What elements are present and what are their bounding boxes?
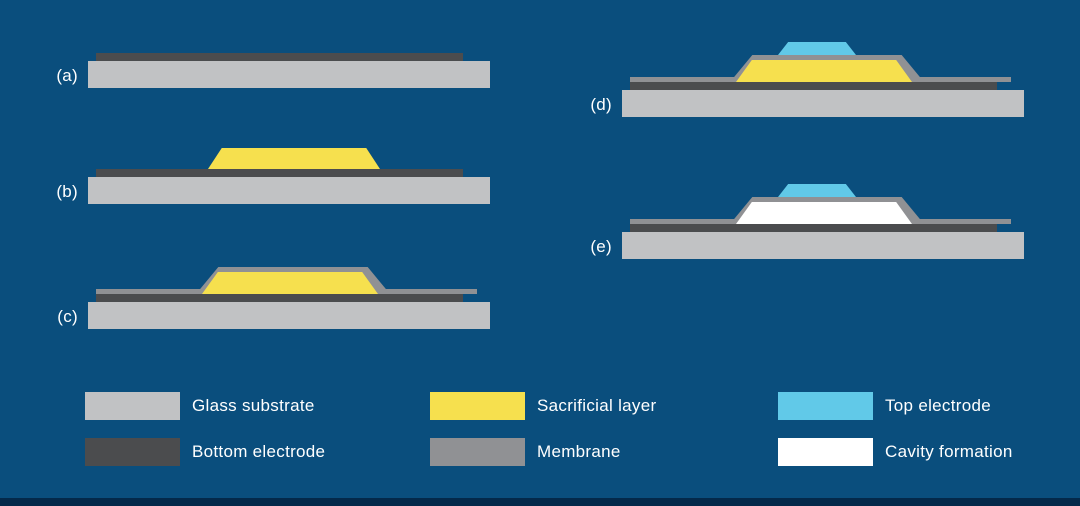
legend-item-glass-substrate: Glass substrate: [85, 392, 315, 420]
glass-substrate-swatch: [85, 392, 180, 420]
bottom-electrode-layer: [96, 294, 463, 302]
legend-label: Bottom electrode: [192, 442, 326, 461]
cavity-formation-swatch: [778, 438, 873, 466]
membrane-swatch: [430, 438, 525, 466]
step-a-diagram: (a): [56, 13, 490, 88]
legend-label: Sacrificial layer: [537, 396, 657, 415]
legend-label: Glass substrate: [192, 396, 315, 415]
step-c-diagram: (c): [57, 254, 490, 329]
bottom-electrode-layer: [630, 224, 997, 232]
glass-substrate-layer: [88, 61, 490, 88]
top-electrode-layer: [778, 184, 856, 197]
top-electrode-swatch: [778, 392, 873, 420]
step-a-label: (a): [56, 66, 78, 85]
bottom-electrode-swatch: [85, 438, 180, 466]
glass-substrate-layer: [88, 177, 490, 204]
legend-item-top-electrode: Top electrode: [778, 392, 991, 420]
sacrificial-layer-swatch: [430, 392, 525, 420]
bottom-electrode-layer: [96, 169, 463, 177]
step-b-diagram: (b): [56, 129, 490, 204]
footer-strip: [0, 498, 1080, 506]
bottom-electrode-layer: [96, 53, 463, 61]
legend-label: Membrane: [537, 442, 621, 461]
sacrificial-fill-layer: [736, 60, 912, 82]
legend-item-bottom-electrode: Bottom electrode: [85, 438, 325, 466]
cavity-layer: [736, 202, 912, 224]
glass-substrate-layer: [88, 302, 490, 329]
legend-item-sacrificial-layer: Sacrificial layer: [430, 392, 656, 420]
legend-item-cavity-formation: Cavity formation: [778, 438, 1013, 466]
step-b-label: (b): [56, 182, 78, 201]
step-e-diagram: (e): [590, 184, 1024, 259]
legend-item-membrane: Membrane: [430, 438, 621, 466]
glass-substrate-layer: [622, 232, 1024, 259]
sacrificial-layer-layer: [208, 148, 380, 169]
bottom-electrode-layer: [630, 82, 997, 90]
step-d-label: (d): [590, 95, 612, 114]
top-electrode-layer: [778, 42, 856, 55]
sacrificial-fill-layer: [202, 272, 378, 294]
step-d-diagram: (d): [590, 42, 1024, 117]
legend-label: Top electrode: [885, 396, 991, 415]
glass-substrate-layer: [622, 90, 1024, 117]
legend-label: Cavity formation: [885, 442, 1013, 461]
step-e-label: (e): [590, 237, 612, 256]
step-c-label: (c): [57, 307, 78, 326]
